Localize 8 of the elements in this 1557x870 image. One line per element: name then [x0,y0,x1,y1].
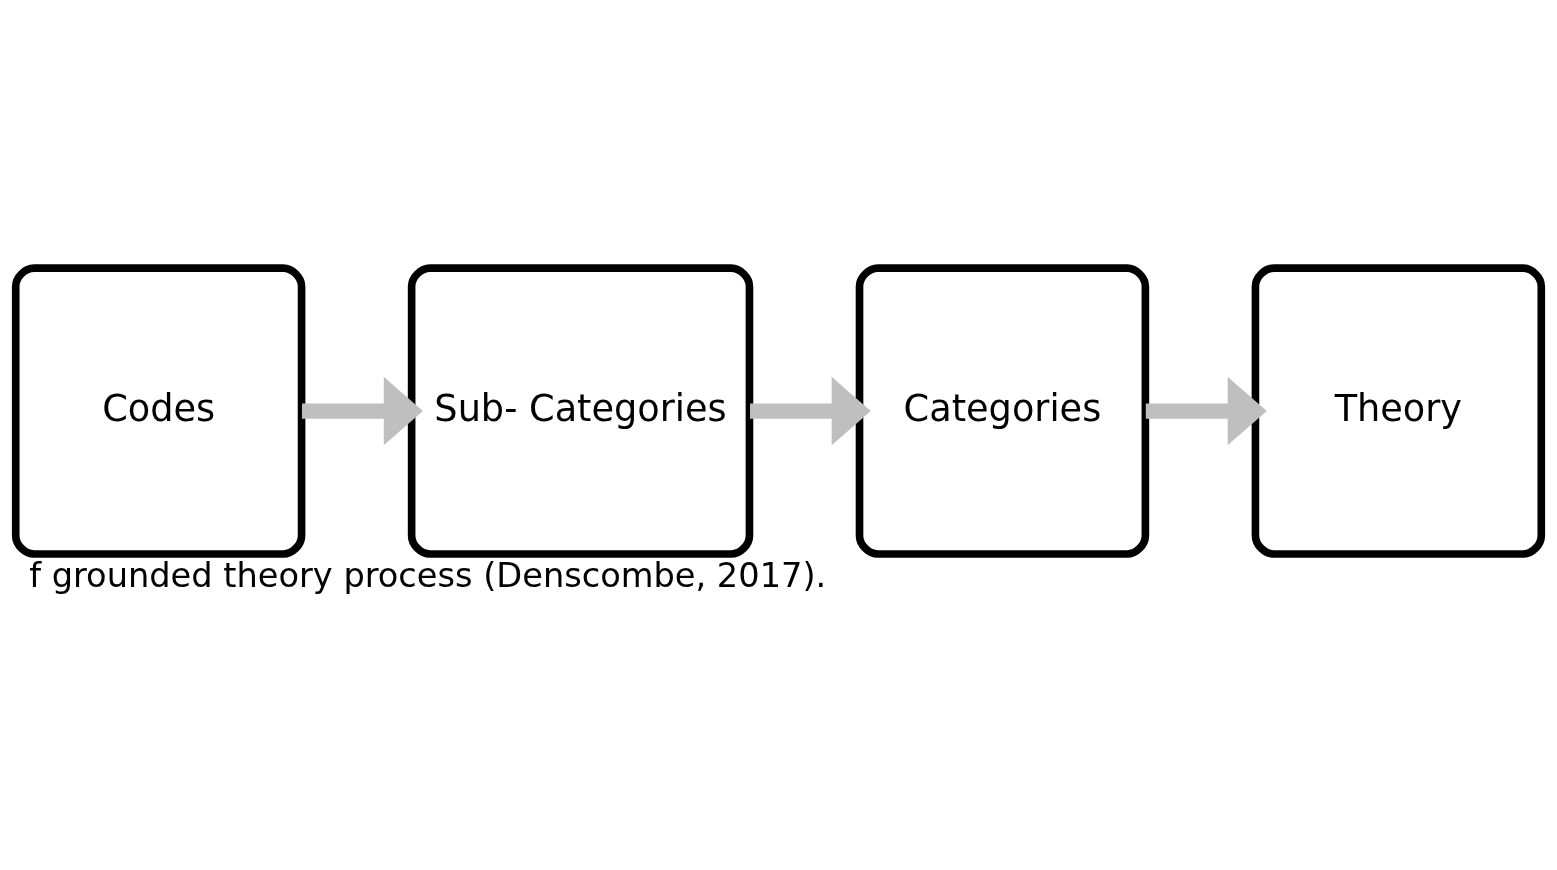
node-box: Categories [855,263,1150,558]
arrow [750,376,871,445]
arrow [301,376,423,445]
caption: f grounded theory process (Denscombe, 2017). [29,555,827,595]
node-box: Codes [11,263,306,558]
node-box: Sub- Categories [407,263,754,558]
arrow [1145,376,1267,445]
node-box: Theory [1251,263,1546,558]
